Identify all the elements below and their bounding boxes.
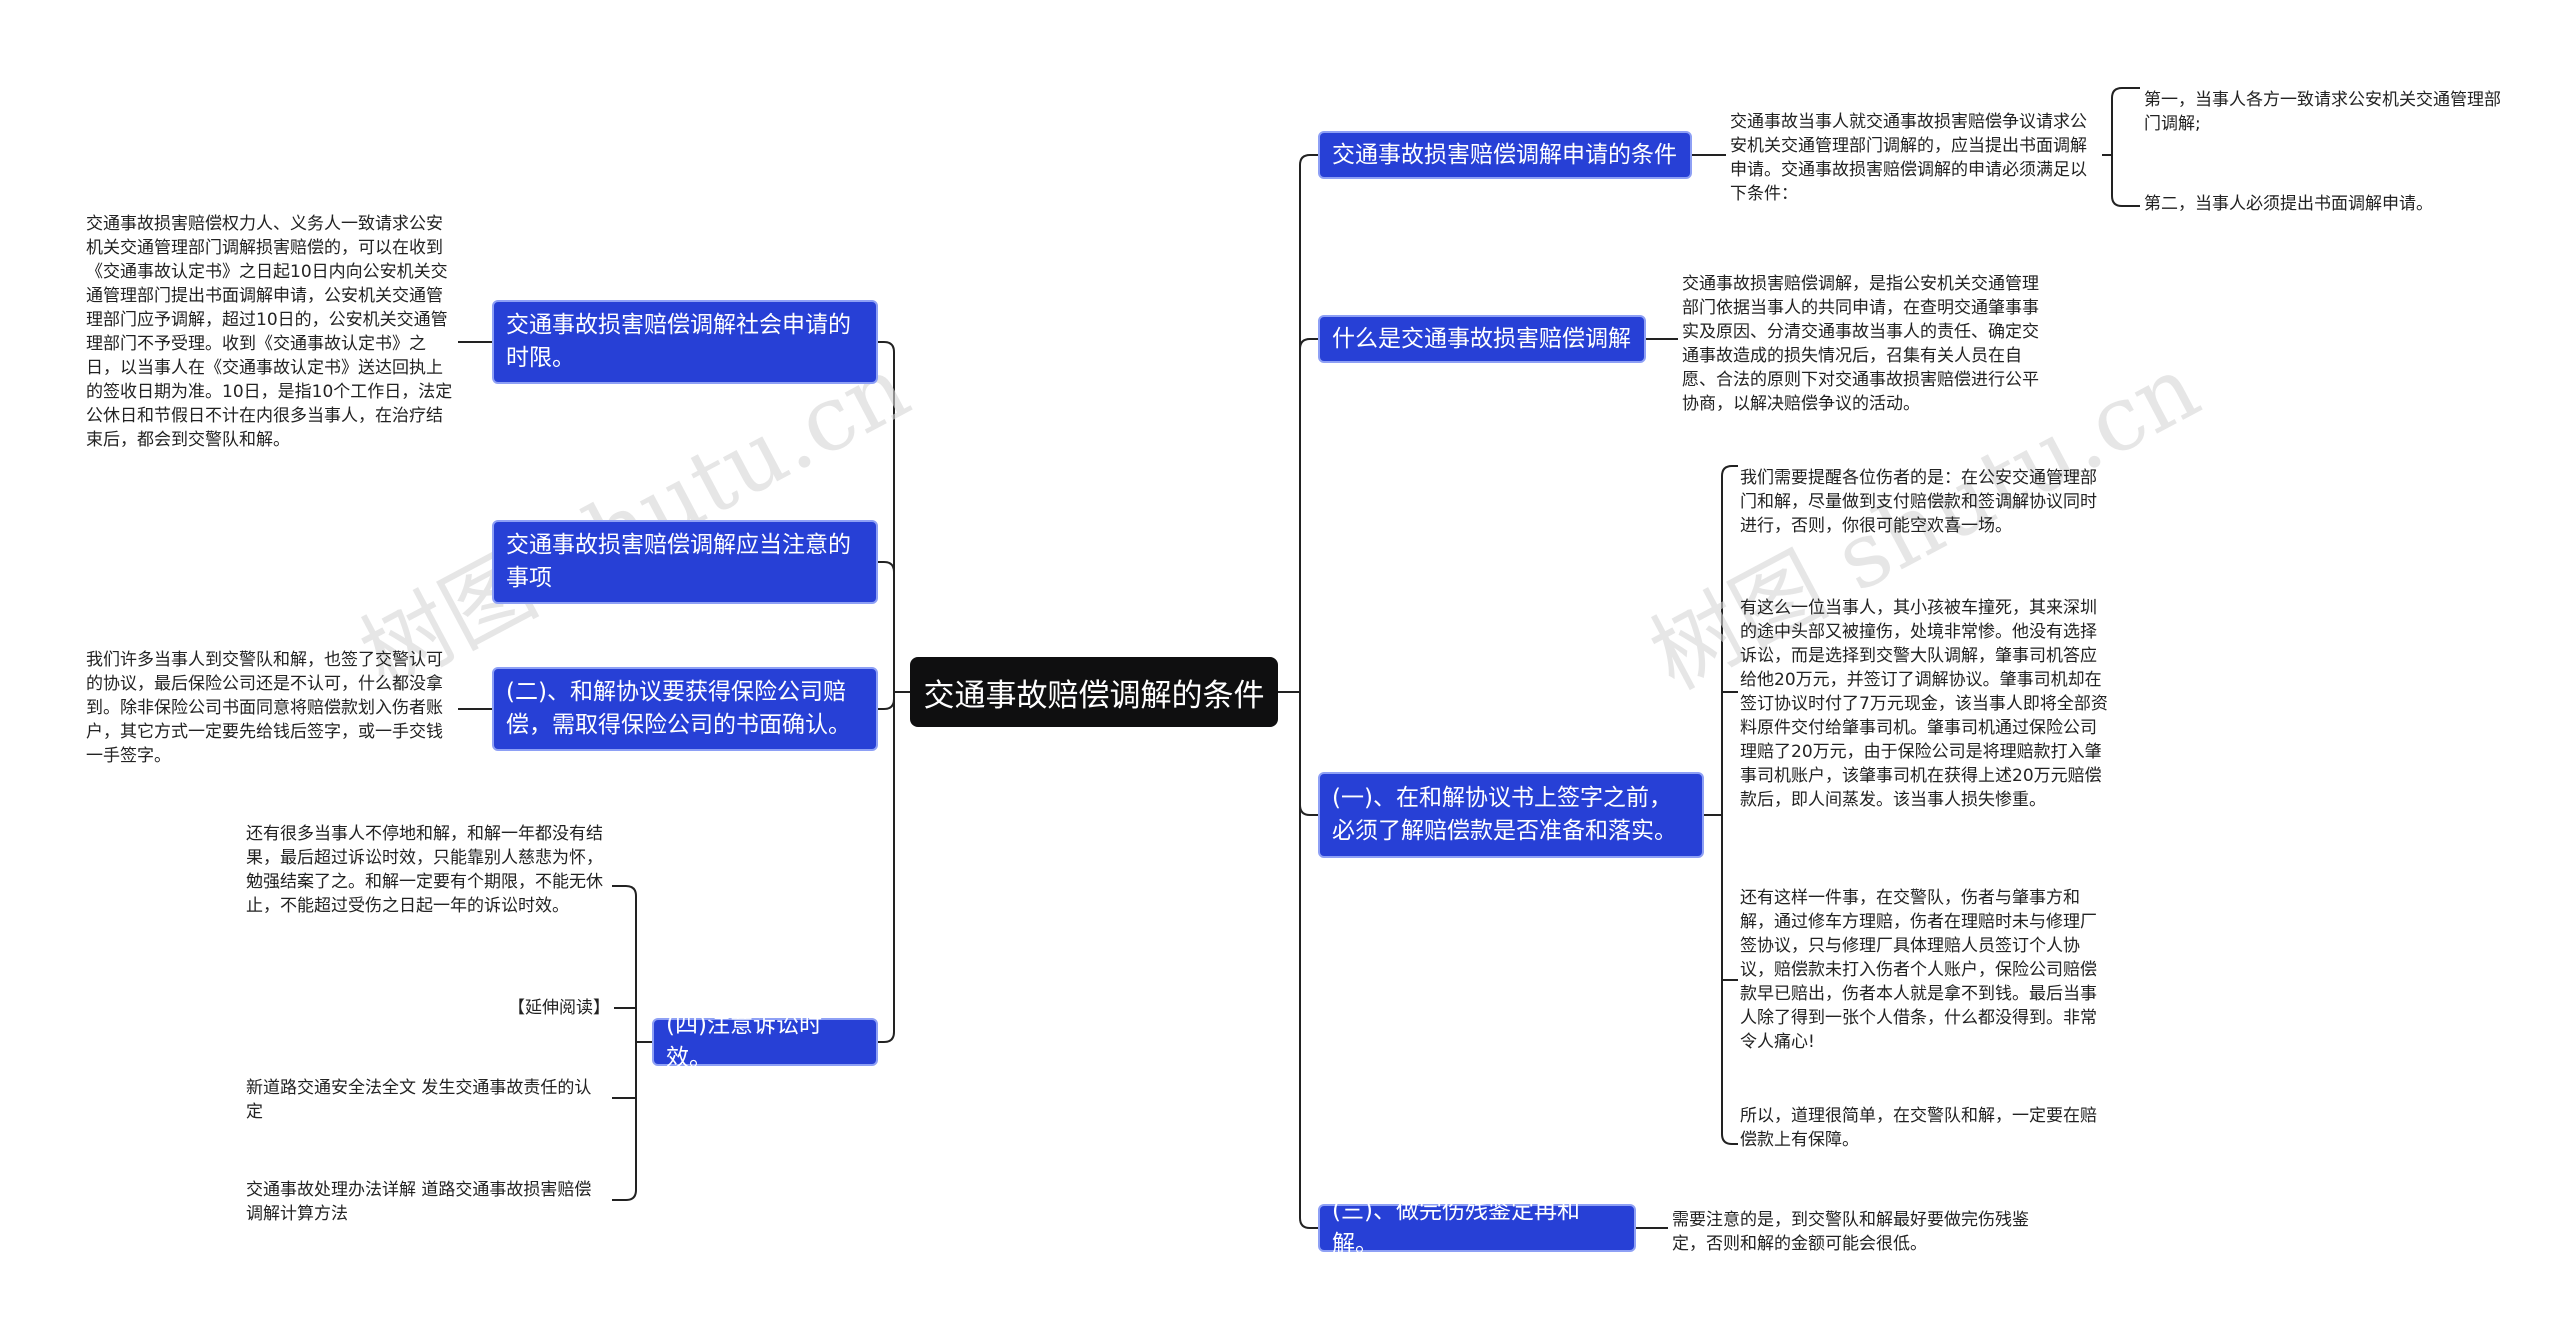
link-new-traffic-law[interactable]: 新道路交通安全法全文 发生交通事故责任的认定	[246, 1078, 592, 1122]
root-topic[interactable]: 交通事故赔偿调解的条件	[910, 657, 1278, 727]
topic-application-time-limit[interactable]: 交通事故损害赔偿调解社会申请的时限。	[492, 300, 878, 384]
topic-insurance-confirmation[interactable]: (二)、和解协议要获得保险公司赔偿，需取得保险公司的书面确认。	[492, 667, 878, 751]
detail-condition-second: 第二，当事人必须提出书面调解申请。	[2144, 194, 2433, 214]
branch-left-1	[878, 561, 895, 573]
detail-case-two: 还有这样一件事，在交警队，伤者与肇事方和解，通过修车方理赔，伤者在理赔时未与修理…	[1740, 888, 2097, 1052]
branch-left-2	[878, 698, 895, 710]
detail-case-one: 有这么一位当事人，其小孩被车撞死，其来深圳的途中头部又被撞伤，处境非常惨。他没有…	[1740, 598, 2108, 810]
link-accident-handling[interactable]: 交通事故处理办法详解 道路交通事故损害赔偿调解计算方法	[246, 1180, 592, 1224]
detail-insurance: 我们许多当事人到交警队和解，也签了交警认可的协议，最后保险公司还是不认可，什么都…	[86, 650, 443, 766]
bracket-l3-details	[612, 885, 637, 1201]
detail-application-conditions: 交通事故当事人就交通事故损害赔偿争议请求公安机关交通管理部门调解的，应当提出书面…	[1730, 112, 2087, 204]
branch-right-0	[1299, 154, 1318, 166]
branch-right-2	[1299, 804, 1318, 816]
topic-statute-of-limitations[interactable]: (四)注意诉讼时效。	[652, 1012, 878, 1071]
branch-left-3	[878, 1031, 895, 1043]
detail-extended-reading: 【延伸阅读】	[508, 998, 610, 1018]
detail-reminder: 我们需要提醒各位伤者的是：在公安交通管理部门和解，尽量做到支付赔偿款和签调解协议…	[1740, 468, 2097, 536]
detail-mediation-definition: 交通事故损害赔偿调解，是指公安机关交通管理部门依据当事人的共同申请，在查明交通肇…	[1682, 274, 2039, 414]
branch-right-1	[1299, 338, 1318, 350]
bracket-r0-sub	[2111, 87, 2140, 207]
topic-what-is-mediation[interactable]: 什么是交通事故损害赔偿调解	[1318, 315, 1646, 363]
detail-disability-note: 需要注意的是，到交警队和解最好要做完伤残鉴定，否则和解的金额可能会很低。	[1672, 1210, 2029, 1254]
detail-time-limit: 交通事故损害赔偿权力人、义务人一致请求公安机关交通管理部门调解损害赔偿的，可以在…	[86, 214, 453, 450]
topic-mediation-application-conditions[interactable]: 交通事故损害赔偿调解申请的条件	[1318, 131, 1692, 179]
branch-left-0	[878, 341, 895, 353]
topic-sign-agreement-check-payment[interactable]: (一)、在和解协议书上签字之前，必须了解赔偿款是否准备和落实。	[1318, 772, 1704, 858]
topic-mediation-notes[interactable]: 交通事故损害赔偿调解应当注意的事项	[492, 520, 878, 604]
detail-condition-first: 第一，当事人各方一致请求公安机关交通管理部门调解;	[2144, 90, 2501, 134]
topic-disability-assessment-first[interactable]: (三)、做完伤残鉴定再和解。	[1318, 1198, 1636, 1257]
detail-statute-note: 还有很多当事人不停地和解，和解一年都没有结果，最后超过诉讼时效，只能靠别人慈悲为…	[246, 824, 603, 916]
branch-right-3	[1299, 1217, 1318, 1229]
bracket-r2-details	[1721, 465, 1738, 1145]
detail-conclusion: 所以，道理很简单，在交警队和解，一定要在赔偿款上有保障。	[1740, 1106, 2097, 1150]
